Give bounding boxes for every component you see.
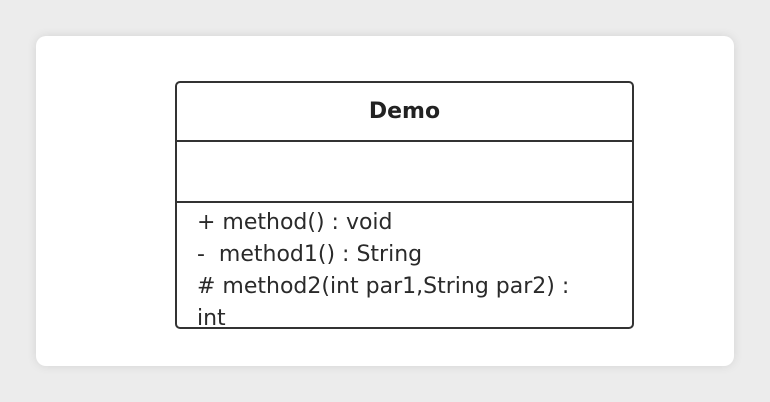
method-private: - method1() : String	[197, 242, 423, 267]
attributes-section	[177, 142, 632, 203]
methods-section: + method() : void - method1() : String #…	[177, 203, 632, 329]
method-protected-return-type: int	[197, 306, 226, 329]
class-name: Demo	[177, 83, 632, 142]
uml-class-box[interactable]: Demo + method() : void - method1() : Str…	[175, 81, 634, 329]
method-public: + method() : void	[197, 210, 393, 235]
method-protected: # method2(int par1,String par2) :	[197, 274, 570, 299]
